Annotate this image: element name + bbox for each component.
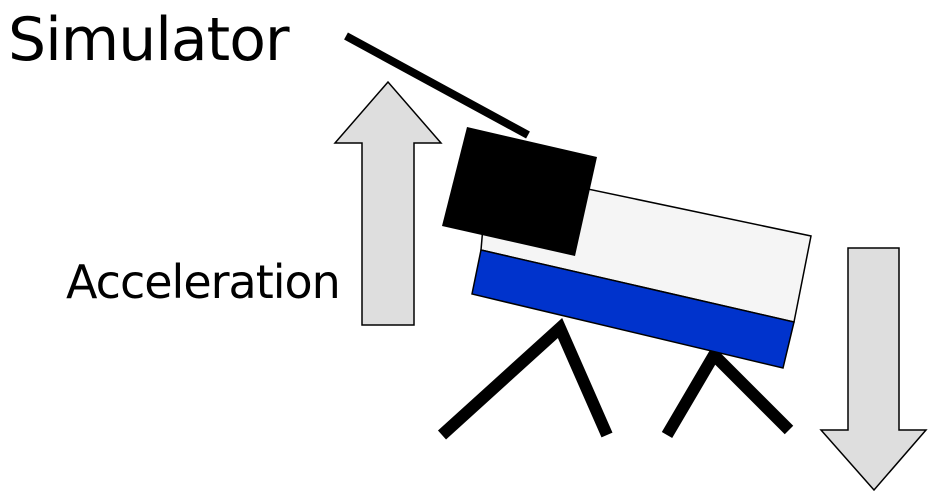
support-leg-left	[437, 317, 613, 440]
simulator-pointer-line	[344, 32, 530, 139]
acceleration-up-arrow-icon	[333, 80, 443, 326]
simulator-label: Simulator	[8, 5, 290, 75]
acceleration-label: Acceleration	[66, 255, 341, 309]
platform-base	[471, 249, 795, 369]
simulator-block	[442, 127, 597, 256]
support-leg-right	[661, 345, 794, 439]
acceleration-down-arrow-icon	[819, 247, 928, 492]
